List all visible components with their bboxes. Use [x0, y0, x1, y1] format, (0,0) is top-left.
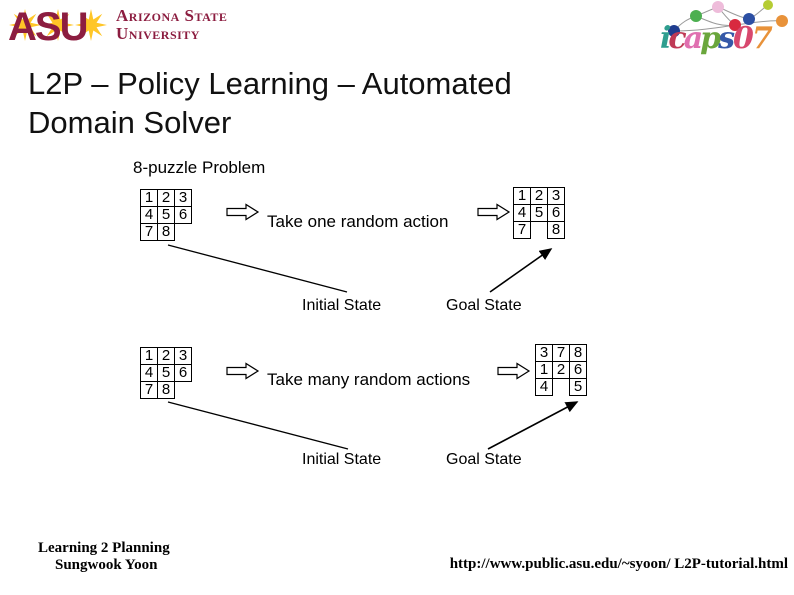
puzzle-cell: 4	[535, 378, 553, 396]
page-title-line1: L2P – Policy Learning – Automated	[28, 66, 512, 101]
asu-university-name: Arizona State University	[116, 7, 227, 43]
puzzle-cell	[174, 381, 192, 399]
puzzle-cell: 1	[140, 189, 158, 207]
puzzle-cell: 1	[535, 361, 553, 379]
puzzle-cell: 2	[157, 189, 175, 207]
footer-url: http://www.public.asu.edu/~syoon/ L2P-tu…	[449, 556, 788, 572]
puzzle-cell: 5	[157, 364, 175, 382]
asu-name-line1: Arizona State	[116, 6, 228, 25]
puzzle-cell: 1	[513, 187, 531, 205]
icaps07-logo-icon: icaps07	[660, 0, 788, 56]
puzzle-cell	[552, 378, 570, 396]
goal-state-label-2: Goal State	[446, 451, 522, 468]
puzzle-cell	[174, 223, 192, 241]
puzzle-cell: 6	[569, 361, 587, 379]
puzzle-cell: 1	[140, 347, 158, 365]
puzzle-cell: 7	[140, 381, 158, 399]
puzzle-cell: 5	[569, 378, 587, 396]
action-text-1: Take one random action	[267, 212, 449, 231]
puzzle-cell: 3	[547, 187, 565, 205]
page-title: L2P – Policy Learning – Automated Domain…	[28, 64, 688, 142]
puzzle-cell: 8	[157, 381, 175, 399]
puzzle-cell: 5	[530, 204, 548, 222]
puzzle-cell: 6	[547, 204, 565, 222]
puzzle-cell	[530, 221, 548, 239]
right-arrow-icon	[497, 362, 531, 380]
initial-state-label-1: Initial State	[302, 297, 382, 314]
footer-author: Sungwook Yoon	[55, 557, 158, 573]
action-text-2: Take many random actions	[267, 370, 471, 389]
icaps07-dots	[668, 0, 788, 37]
puzzle-cell: 8	[157, 223, 175, 241]
footer-course-title: Learning 2 Planning	[38, 540, 170, 556]
asu-logo: ASU Arizona State University	[8, 4, 227, 46]
icaps07-logo: icaps07	[616, 0, 794, 63]
puzzle-cell: 2	[530, 187, 548, 205]
puzzle-cell: 5	[157, 206, 175, 224]
puzzle-cell: 3	[535, 344, 553, 362]
puzzle-cell: 2	[157, 347, 175, 365]
puzzle-cell: 6	[174, 206, 192, 224]
asu-sunburst-icon: ASU	[8, 5, 107, 46]
diagram-heading: 8-puzzle Problem	[133, 158, 266, 177]
asu-name-line2: University	[116, 24, 200, 43]
goal-state-label-1: Goal State	[446, 297, 522, 314]
initial-state-label-2: Initial State	[302, 451, 382, 468]
puzzle-cell: 8	[569, 344, 587, 362]
puzzle-cell: 4	[140, 364, 158, 382]
puzzle-cell: 7	[140, 223, 158, 241]
puzzle-cell: 4	[513, 204, 531, 222]
puzzle-cell: 2	[552, 361, 570, 379]
puzzle-cell: 8	[547, 221, 565, 239]
puzzle-cell: 3	[174, 189, 192, 207]
right-arrow-icon	[226, 203, 260, 221]
puzzle-cell: 7	[513, 221, 531, 239]
right-arrow-icon	[226, 362, 260, 380]
asu-acronym: ASU	[8, 5, 87, 46]
puzzle-cell: 7	[552, 344, 570, 362]
page-title-line2: Domain Solver	[28, 105, 232, 140]
puzzle-cell: 6	[174, 364, 192, 382]
icaps07-wordmark: icaps07	[660, 21, 773, 56]
right-arrow-icon	[477, 203, 511, 221]
puzzle-cell: 4	[140, 206, 158, 224]
puzzle-cell: 3	[174, 347, 192, 365]
